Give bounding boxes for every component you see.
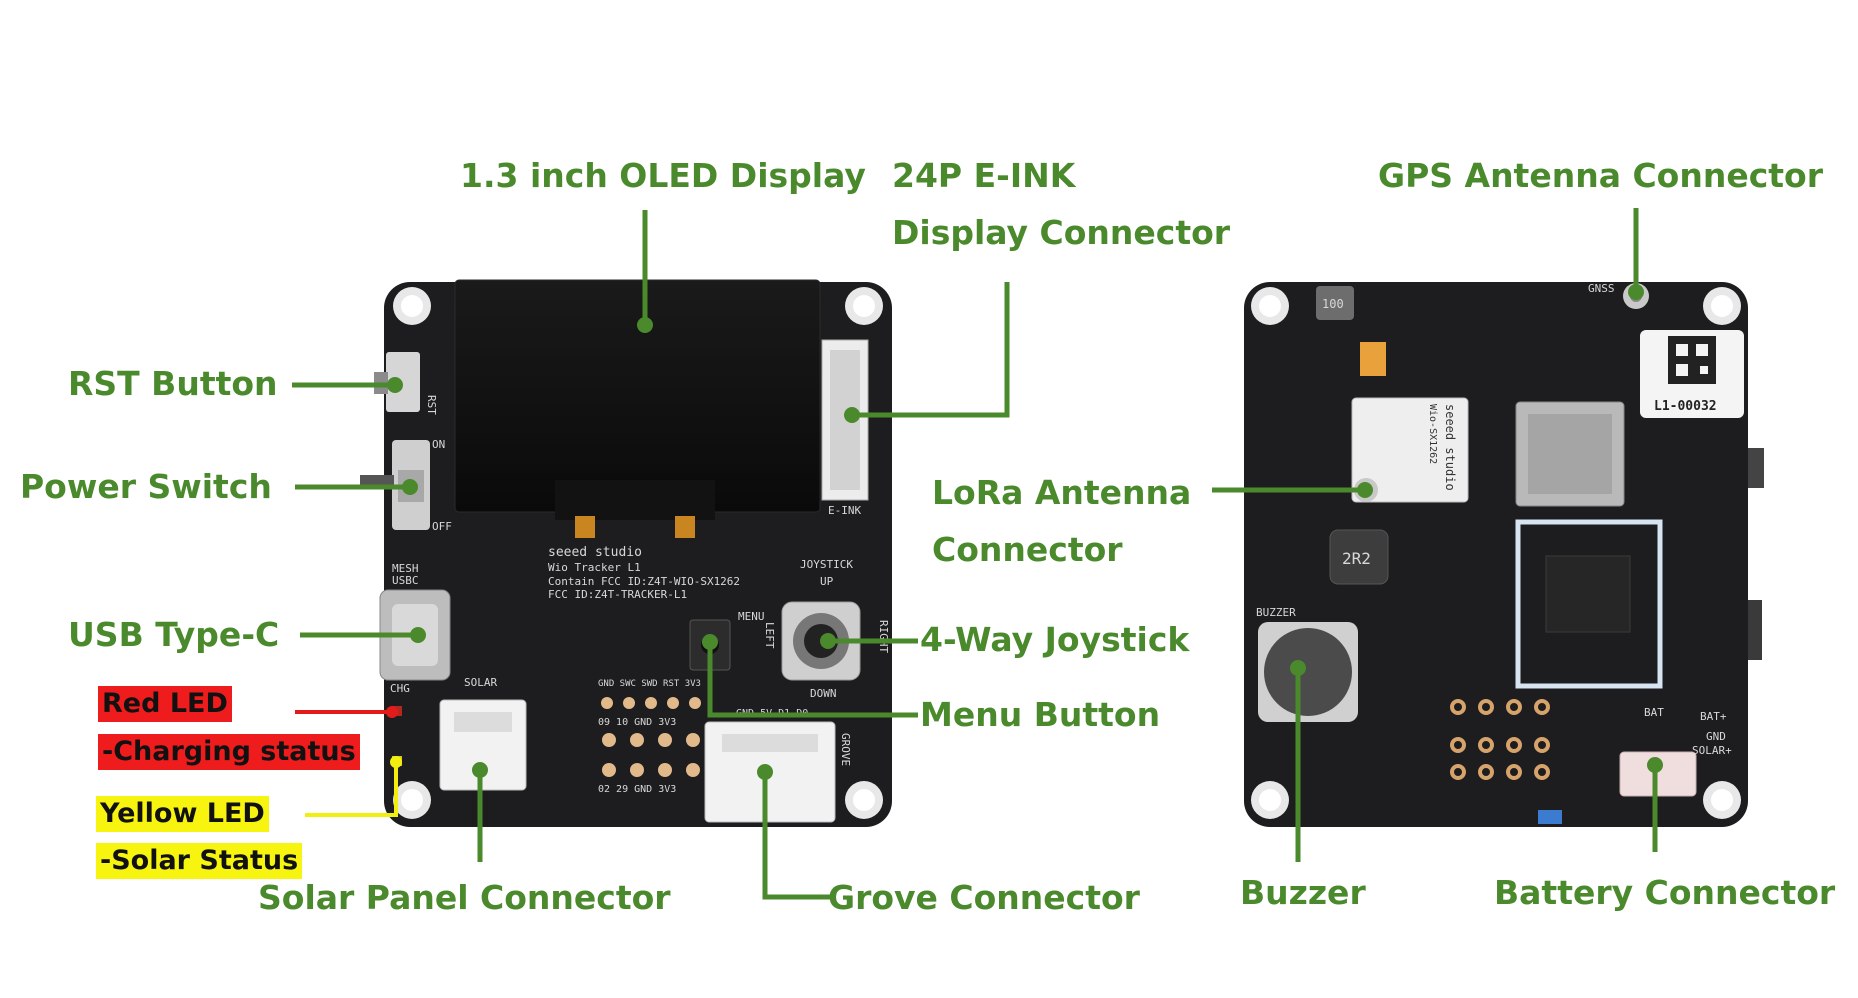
mounting-hole (393, 781, 431, 819)
mounting-hole (393, 287, 431, 325)
leader-menu (707, 642, 918, 718)
oled-flex-tab (675, 516, 695, 538)
silk-gnd: GND (1706, 730, 1726, 743)
label-rst-button: RST Button (68, 364, 278, 403)
leader-dot (757, 764, 773, 780)
label-oled-display: 1.3 inch OLED Display (460, 156, 866, 195)
silk-on: ON (432, 438, 445, 451)
pin-header-top (601, 697, 701, 709)
leader-dot (1290, 660, 1306, 676)
silk-chg: CHG (390, 682, 410, 695)
mounting-hole (845, 287, 883, 325)
silk-gnss: GNSS (1588, 282, 1615, 295)
inductor-2r2 (1329, 529, 1389, 585)
leader-dot (1357, 482, 1373, 498)
pin-header-bottom (602, 733, 700, 777)
silk-off: OFF (432, 520, 452, 533)
label-grove-connector: Grove Connector (828, 878, 1140, 917)
solder-pads (1450, 699, 1550, 780)
mounting-hole (1703, 781, 1741, 819)
silk-inductor1: 100 (1322, 297, 1344, 311)
silk-solar-plus: SOLAR+ (1692, 744, 1732, 757)
label-lora-line2: Connector (932, 530, 1123, 569)
label-gps-antenna: GPS Antenna Connector (1378, 156, 1824, 195)
tantalum-cap (1360, 342, 1386, 376)
silk-left: LEFT (763, 622, 776, 649)
label-eink-line2: Display Connector (892, 213, 1231, 252)
rst-button-part (386, 352, 420, 412)
lora-module (1351, 397, 1469, 503)
silk-bat: BAT (1644, 706, 1664, 719)
silk-down: DOWN (810, 687, 837, 700)
silk-rst: RST (425, 395, 438, 415)
leader-dot (820, 633, 836, 649)
label-buzzer: Buzzer (1240, 873, 1366, 912)
silk-model: Wio Tracker L1 (548, 561, 641, 574)
label-lora-line1: LoRa Antenna (932, 473, 1192, 512)
silk-usbc: USBC (392, 574, 419, 587)
silk-module-brand: seeed studio (1443, 404, 1457, 491)
mounting-hole (1251, 287, 1289, 325)
label-eink-line1: 24P E-INK (892, 156, 1076, 195)
label-battery-connector: Battery Connector (1494, 873, 1836, 912)
tag-charging-status: -Charging status (98, 734, 360, 770)
leader-dot (1647, 757, 1663, 773)
silk-eink: E-INK (828, 504, 861, 517)
leader-eink (852, 282, 1010, 418)
silk-brand: seeed studio (548, 545, 642, 560)
tag-red-led: Red LED (98, 686, 232, 722)
silk-serial: L1-00032 (1654, 399, 1717, 414)
rf-outline (1515, 519, 1663, 689)
silk-up: UP (820, 575, 834, 588)
silk-pins-top: GND SWC SWD RST 3V3 (598, 679, 701, 689)
label-power-switch: Power Switch (20, 467, 272, 506)
silk-mesh: MESH (392, 562, 419, 575)
tag-solar-status: -Solar Status (96, 843, 303, 879)
mounting-hole (1251, 781, 1289, 819)
silk-menu: MENU (738, 610, 765, 623)
leader-dot (702, 634, 718, 650)
silk-pins-top-nums: 09 10 GND 3V3 (598, 717, 676, 728)
silk-grove: GROVE (839, 733, 852, 766)
label-usb-type-c: USB Type-C (68, 615, 280, 654)
leader-yellow-led (305, 762, 398, 817)
leader-dot (386, 706, 398, 718)
label-joystick: 4-Way Joystick (920, 620, 1190, 659)
label-menu-button: Menu Button (920, 695, 1161, 734)
leader-dot (402, 479, 418, 495)
leader-dot (844, 407, 860, 423)
buzzer-part (1258, 622, 1358, 722)
silk-pins-bottom: 02 29 GND 3V3 (598, 784, 676, 795)
mounting-hole (1703, 287, 1741, 325)
battery-connector-part (1619, 751, 1697, 797)
leader-grove (762, 772, 830, 900)
mcu-chip (1545, 555, 1631, 633)
leader-dot (390, 756, 402, 768)
silk-fcc1: Contain FCC ID:Z4T-WIO-SX1262 (548, 575, 740, 588)
tag-yellow-led: Yellow LED (96, 796, 269, 832)
leader-dot (387, 377, 403, 393)
oled-flex-tab (575, 516, 595, 538)
blue-smd-part (1538, 810, 1562, 824)
leader-dot (472, 762, 488, 778)
silk-solar: SOLAR (464, 676, 497, 689)
silk-joystick: JOYSTICK (800, 558, 853, 571)
leader-dot (637, 317, 653, 333)
mounting-hole (845, 781, 883, 819)
silk-right: RIGHT (877, 620, 890, 653)
leader-dot (410, 627, 426, 643)
silk-fcc2: FCC ID:Z4T-TRACKER-L1 (548, 588, 687, 601)
silk-module-model: Wio-SX1262 (1427, 404, 1438, 464)
silk-inductor2: 2R2 (1342, 549, 1371, 568)
inductor-100 (1316, 286, 1354, 320)
leader-dot (1628, 284, 1644, 300)
label-solar-connector: Solar Panel Connector (258, 878, 671, 917)
silk-buzzer: BUZZER (1256, 606, 1296, 619)
silk-bat-plus: BAT+ (1700, 710, 1727, 723)
